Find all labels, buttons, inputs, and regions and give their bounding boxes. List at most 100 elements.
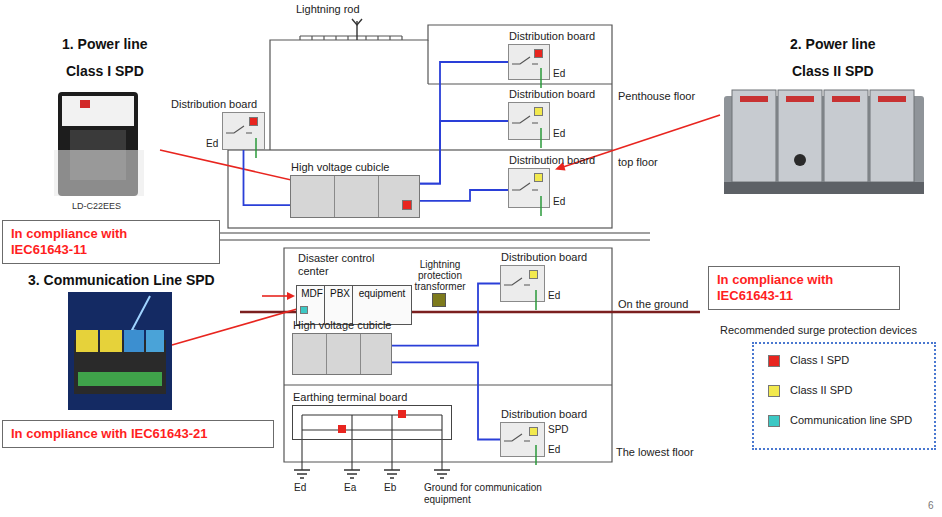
cubicle-divider	[326, 334, 327, 374]
plain-label: The lowest floor	[616, 446, 694, 459]
board-label: Distribution board	[509, 154, 595, 167]
legend-text: Communication line SPD	[790, 414, 912, 427]
breaker-symbol	[500, 422, 545, 467]
power-wire	[244, 150, 291, 205]
breaker-symbol	[508, 102, 550, 150]
equipment-label: equipment	[353, 288, 411, 300]
box-heading: Distribution board	[509, 154, 595, 167]
breaker-symbol	[500, 265, 545, 312]
legend-swatch	[768, 385, 780, 397]
distribution-board: Distribution board	[500, 265, 545, 302]
breaker-switch	[512, 183, 538, 190]
compliance-text: In compliance with IEC61643-11	[717, 272, 867, 304]
breaker-switch	[504, 278, 530, 285]
power-wire	[420, 190, 508, 201]
compliance-box: In compliance with IEC61643-11	[708, 266, 900, 310]
plain-label: 3. Communication Line SPD	[28, 272, 215, 289]
plain-label: Class I SPD	[66, 63, 144, 80]
plain-label: Ed	[553, 68, 565, 80]
board-label: Distribution board	[171, 98, 257, 111]
board-label: Distribution board	[501, 408, 587, 421]
plain-label: Recommended surge protection devices	[720, 324, 917, 337]
wire-path	[244, 150, 291, 205]
high-voltage-cubicle: High voltage cubicle	[292, 333, 392, 375]
break-lines	[220, 233, 650, 240]
box-heading: Distribution board	[509, 30, 595, 43]
plain-label: 6	[928, 500, 934, 512]
plain-label: Ea	[344, 482, 356, 494]
distribution-board: Distribution board	[508, 44, 550, 80]
spd-mark	[300, 306, 308, 314]
plain-label: Penthouse floor	[618, 90, 695, 103]
spd-mark	[529, 427, 538, 436]
breaker-switch	[226, 126, 252, 133]
plain-label: Ed	[206, 138, 218, 150]
distribution-board: Distribution board	[222, 112, 265, 150]
plain-label: top floor	[618, 156, 658, 169]
legend-text: Class I SPD	[790, 354, 849, 367]
compliance-box: In compliance with IEC61643-11	[2, 220, 220, 264]
plain-label: Ed	[553, 128, 565, 140]
wire-path	[420, 62, 508, 184]
plain-label: Ed	[553, 196, 565, 208]
cubicle-divider	[360, 334, 361, 374]
box-heading: Distribution board	[171, 98, 257, 111]
plain-label: Ed	[548, 444, 560, 456]
plain-label: SPD	[548, 424, 569, 436]
power-wire	[420, 121, 508, 184]
earthing-spd-marks	[338, 410, 406, 433]
building-outline	[228, 25, 612, 462]
compliance-text: In compliance with IEC61643-21	[11, 426, 267, 442]
power-wire	[392, 362, 500, 439]
class1-spd-photo	[54, 92, 144, 196]
legend-row: Class II SPD	[768, 384, 852, 400]
compliance-text: In compliance with IEC61643-11	[11, 226, 161, 258]
box-heading: Distribution board	[501, 408, 587, 421]
breaker-switch	[504, 434, 530, 441]
plain-label: 2. Power line	[790, 36, 876, 53]
spd-mark	[529, 270, 538, 279]
transformer-label: Lightning protection transformer	[411, 259, 469, 292]
class2-spd-photo	[724, 90, 924, 194]
cubicle-divider	[378, 176, 379, 217]
earthing-terminal-board: Earthing terminal board	[292, 405, 452, 440]
box-heading: High voltage cubicle	[293, 319, 391, 332]
legend-box: Class I SPD Class II SPD Communication lin…	[752, 342, 936, 450]
board-label: Distribution board	[509, 88, 595, 101]
breaker-switch	[512, 116, 538, 123]
legend-row: Communication line SPD	[768, 414, 912, 430]
plain-label: LD-C22EES	[72, 201, 121, 212]
ground-wire	[535, 445, 537, 465]
plain-label: Lightning rod	[296, 3, 360, 16]
plain-label: On the ground	[618, 298, 688, 311]
board-label: Distribution board	[509, 30, 595, 43]
distribution-board: Distribution board	[508, 102, 550, 140]
earthing-busbar	[302, 415, 442, 470]
plain-label: Ed	[294, 482, 306, 494]
legend-swatch	[768, 355, 780, 367]
plain-label: Ed	[548, 290, 560, 302]
box-heading: Earthing terminal board	[293, 391, 407, 404]
ground-wire	[255, 138, 257, 158]
board-label: Earthing terminal board	[293, 391, 407, 404]
wire-path	[392, 362, 500, 439]
high-voltage-cubicle: High voltage cubicle	[290, 175, 420, 218]
box-heading: Distribution board	[501, 251, 587, 264]
breaker-symbol	[508, 168, 550, 218]
plain-label: Class II SPD	[792, 63, 874, 80]
ground-wire	[535, 290, 537, 310]
box-heading: Distribution board	[509, 88, 595, 101]
wire-path	[420, 121, 508, 184]
lightning-rod	[352, 19, 362, 40]
communication-spd-photo	[68, 292, 172, 410]
distribution-board: Distribution board	[508, 168, 550, 208]
power-wire	[420, 62, 508, 184]
spd-mark	[249, 117, 258, 126]
plain-label: Disaster control center	[298, 252, 390, 278]
ground-wire	[540, 196, 542, 216]
ground-wire	[540, 68, 542, 88]
plain-label: Eb	[384, 482, 396, 494]
wire-path	[420, 190, 508, 201]
